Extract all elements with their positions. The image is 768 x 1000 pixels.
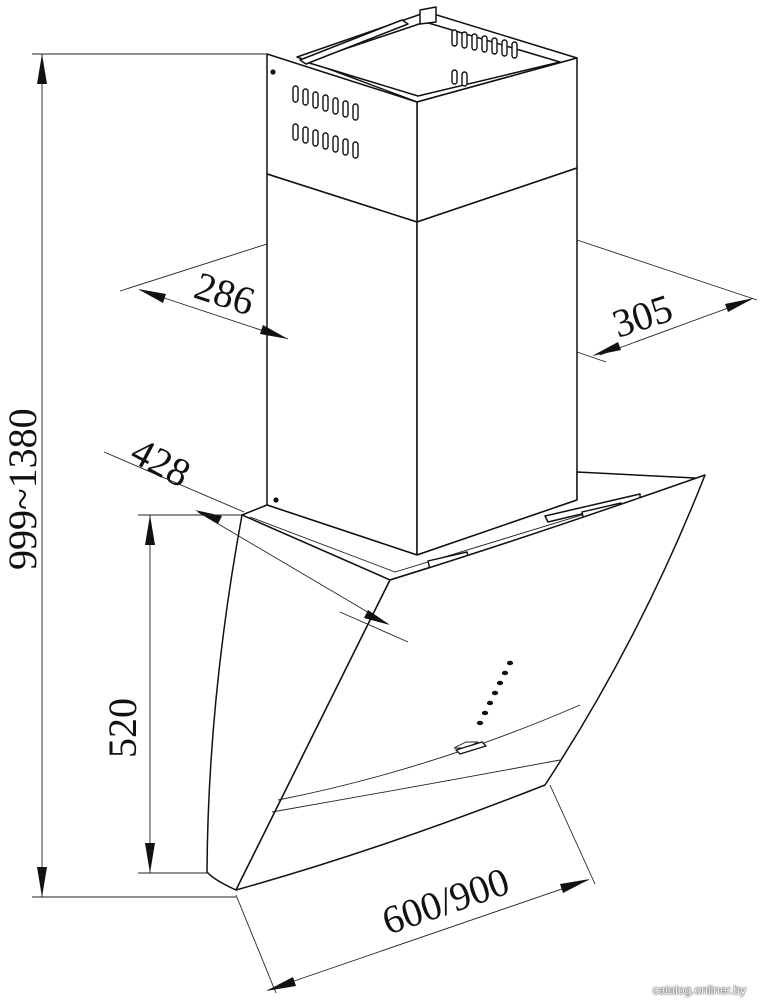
dimension-total-height: 999~1380	[0, 53, 267, 898]
vent-slots-right	[451, 29, 518, 87]
dimension-hood-height: 520	[100, 514, 242, 874]
lower-chimney	[266, 167, 578, 556]
mounting-bracket	[419, 6, 437, 25]
screw-hole	[273, 497, 279, 503]
watermark: catalog.onliner.by	[652, 983, 746, 997]
dimension-chimney-width: 286	[119, 243, 289, 340]
hood-glass-panel	[235, 474, 706, 891]
lower-chimney-left-face	[266, 173, 418, 556]
hood-side-panel	[206, 514, 391, 891]
hood	[206, 471, 706, 891]
vent-slots-left	[292, 85, 359, 159]
control-button	[454, 741, 488, 755]
hood-width-label: 600/900	[376, 858, 515, 943]
chimney-width-label: 286	[189, 263, 260, 324]
chimney-depth-label: 305	[607, 285, 678, 346]
dimension-chimney-depth: 305	[576, 239, 758, 363]
lower-chimney-right-face	[416, 167, 578, 556]
total-height-label: 999~1380	[0, 408, 45, 570]
screw-hole	[270, 69, 276, 75]
mounting-rail	[299, 19, 409, 65]
hood-height-label: 520	[100, 698, 145, 758]
control-indicator-dots	[454, 660, 514, 755]
hood-depth-label: 428	[124, 428, 198, 496]
